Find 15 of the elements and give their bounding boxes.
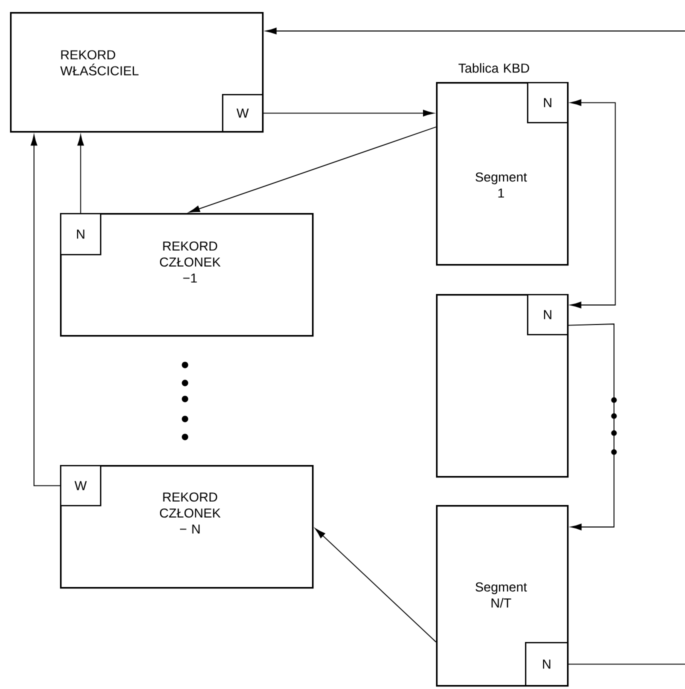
field-box: W — [222, 94, 264, 132]
field-box: N — [527, 82, 568, 124]
node-label: Tablica KBD — [458, 63, 530, 73]
arrow — [315, 528, 436, 642]
arrow — [30, 134, 60, 486]
arrow — [266, 28, 685, 34]
field-box: N — [525, 642, 568, 686]
arrow — [568, 324, 614, 530]
arrow — [570, 99, 616, 308]
field-box: N — [60, 213, 102, 256]
arrow — [262, 110, 434, 116]
field-box: W — [60, 465, 102, 506]
arrow — [188, 126, 436, 213]
arrow — [77, 134, 84, 214]
field-box: N — [527, 294, 568, 336]
